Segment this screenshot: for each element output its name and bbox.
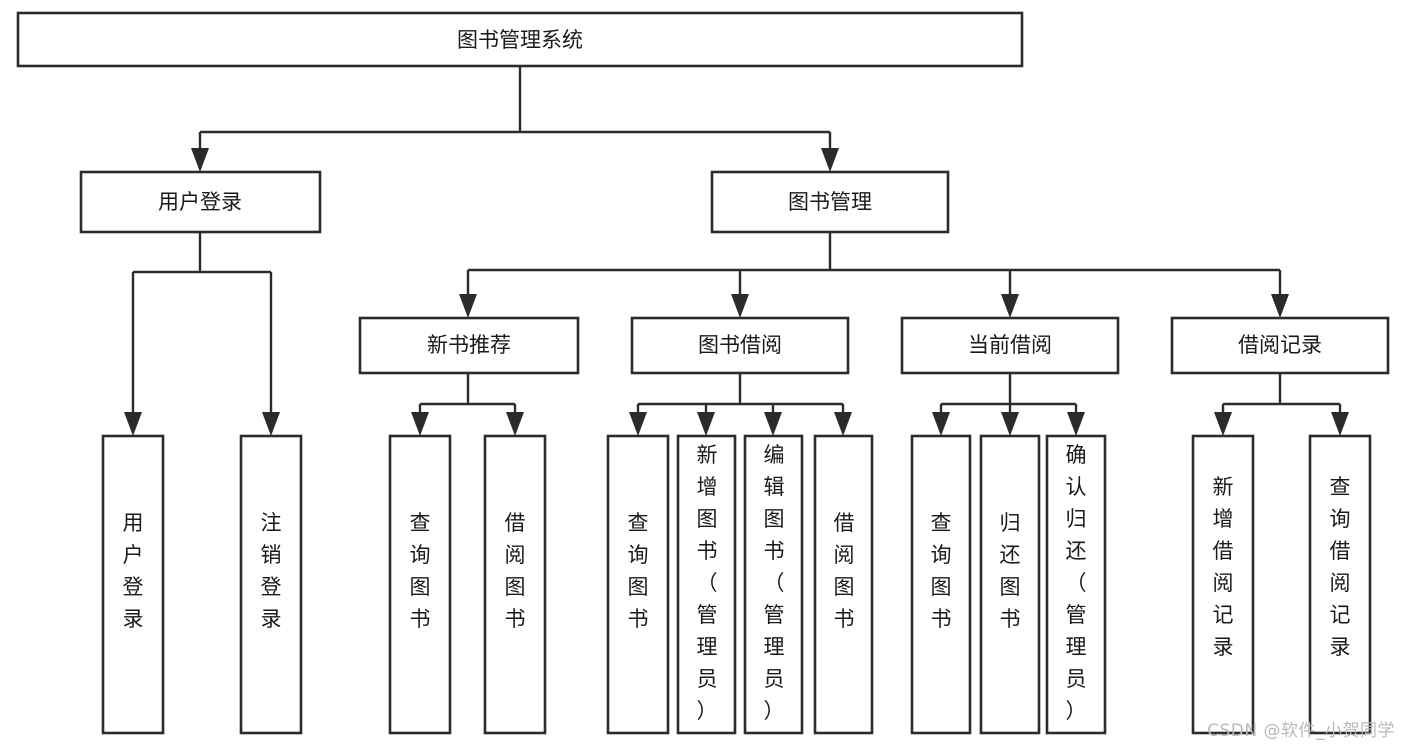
connector-book-manage-bus [466,232,1282,300]
leaf-return-book[interactable]: 归还图书 [979,434,1041,735]
arrow-to-leaf-edit-book [764,412,782,436]
connector-new-book-rec-bus [418,373,517,422]
leaf-query-book-1[interactable]: 查询图书 [388,434,452,735]
connector-layer [124,66,1349,436]
arrow-to-book-borrow [731,294,749,318]
arrow-to-user-login [191,148,209,172]
leaf-add-record-label: 新增借阅记录 [1213,475,1234,659]
watermark-text: CSDN @软件_小贺同学 [1207,721,1395,741]
leaf-query-book-2-label: 查询图书 [628,511,649,631]
leaf-user-login[interactable]: 用户登录 [101,434,165,735]
leaf-add-record-box[interactable] [1191,434,1255,735]
arrow-to-leaf-borrow-book-2 [834,412,852,436]
arrow-to-leaf-borrow-book-1 [506,412,524,436]
arrow-to-leaf-add-book [697,412,715,436]
leaf-user-login-label: 用户登录 [123,511,144,631]
leaf-add-record[interactable]: 新增借阅记录 [1191,434,1255,735]
leaf-confirm-return-box[interactable] [1045,434,1107,735]
leaf-confirm-return[interactable]: 确认归还（管理员） [1045,434,1107,735]
leaf-borrow-book-2[interactable]: 借阅图书 [813,434,874,735]
leaf-borrow-book-1-label: 借阅图书 [505,511,526,631]
node-user-login-box[interactable] [79,170,322,234]
node-new-book-rec-label: 新书推荐 [427,333,511,357]
node-book-borrow[interactable]: 图书借阅 [630,316,850,375]
leaf-edit-book[interactable]: 编辑图书（管理员） [743,434,804,735]
leaf-borrow-book-2-label: 借阅图书 [834,511,855,631]
leaf-query-book-1-box[interactable] [388,434,452,735]
leaf-query-book-2-box[interactable] [606,434,670,735]
node-root-box[interactable] [16,11,1024,68]
arrow-to-leaf-add-record [1214,412,1232,436]
leaf-query-book-3-label: 查询图书 [931,511,952,631]
node-new-book-rec-box[interactable] [358,316,580,375]
arrow-to-leaf-query-book-1 [411,412,429,436]
leaf-query-record-label: 查询借阅记录 [1330,475,1351,659]
leaf-confirm-return-label: 确认归还（管理员） [1066,443,1087,723]
arrow-to-borrow-record [1271,294,1289,318]
leaf-return-book-box[interactable] [979,434,1041,735]
leaf-add-book-label: 新增图书（管理员） [697,443,718,723]
arrow-to-leaf-query-book-3 [932,412,950,436]
node-book-manage-box[interactable] [710,170,950,234]
node-current-borrow[interactable]: 当前借阅 [900,316,1120,375]
leaf-return-book-label: 归还图书 [1000,511,1021,631]
connector-root-bus [198,66,832,158]
arrow-to-new-book-rec [459,294,477,318]
leaf-add-book[interactable]: 新增图书（管理员） [676,434,737,735]
node-root[interactable]: 图书管理系统 [16,11,1024,68]
leaf-query-book-1-label: 查询图书 [410,511,431,631]
leaf-borrow-book-1-box[interactable] [483,434,547,735]
leaf-logout-label: 注销登录 [261,511,282,631]
connector-borrow-record-bus [1221,373,1342,422]
leaf-add-book-box[interactable] [676,434,737,735]
leaf-query-book-3-box[interactable] [910,434,972,735]
leaf-user-login-box[interactable] [101,434,165,735]
node-root-label: 图书管理系统 [457,28,583,52]
leaf-query-book-3[interactable]: 查询图书 [910,434,972,735]
leaf-query-book-2[interactable]: 查询图书 [606,434,670,735]
connector-user-login-bus [131,232,273,422]
node-borrow-record-label: 借阅记录 [1238,333,1322,357]
arrow-to-current-borrow [1001,294,1019,318]
leaf-edit-book-box[interactable] [743,434,804,735]
node-book-manage-label: 图书管理 [788,190,872,214]
node-borrow-record[interactable]: 借阅记录 [1170,316,1390,375]
arrow-to-leaf-user-login [124,412,142,436]
node-user-login[interactable]: 用户登录 [79,170,322,234]
node-current-borrow-label: 当前借阅 [968,333,1052,357]
arrow-to-leaf-query-record [1331,412,1349,436]
node-book-borrow-box[interactable] [630,316,850,375]
arrow-to-leaf-return-book [1001,412,1019,436]
leaf-borrow-book-1[interactable]: 借阅图书 [483,434,547,735]
leaf-query-record[interactable]: 查询借阅记录 [1308,434,1372,735]
node-book-manage[interactable]: 图书管理 [710,170,950,234]
arrow-to-leaf-confirm-return [1067,412,1085,436]
node-user-login-label: 用户登录 [158,190,242,214]
connector-book-borrow-bus [636,373,845,422]
arrow-to-book-manage [821,148,839,172]
leaf-edit-book-label: 编辑图书（管理员） [764,443,785,723]
node-new-book-rec[interactable]: 新书推荐 [358,316,580,375]
leaf-borrow-book-2-box[interactable] [813,434,874,735]
leaf-logout[interactable]: 注销登录 [239,434,303,735]
node-borrow-record-box[interactable] [1170,316,1390,375]
node-book-borrow-label: 图书借阅 [698,333,782,357]
node-current-borrow-box[interactable] [900,316,1120,375]
leaf-query-record-box[interactable] [1308,434,1372,735]
arrow-to-leaf-query-book-2 [629,412,647,436]
arrow-to-leaf-logout [262,412,280,436]
leaf-logout-box[interactable] [239,434,303,735]
